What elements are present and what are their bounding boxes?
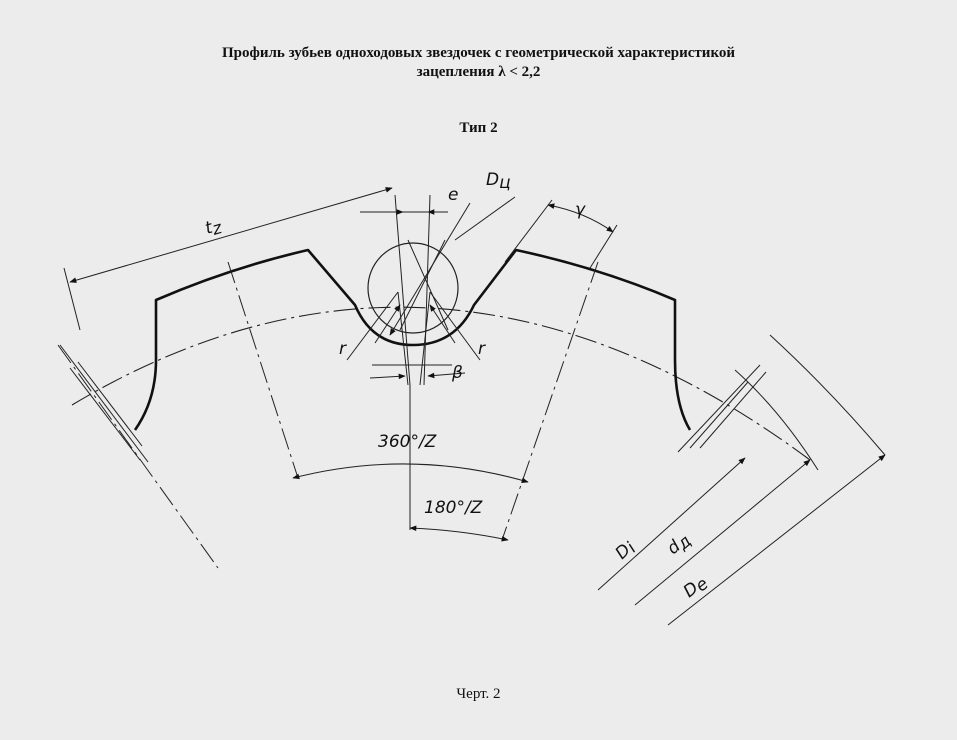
tooth-axis-lines [57, 261, 599, 569]
figure-title: Профиль зубьев однoходовых звездочек с г… [0, 44, 957, 82]
e-label: e [448, 185, 458, 205]
gamma-label: γ [575, 200, 586, 220]
left-break-lines [59, 344, 149, 463]
roller-center-lines [360, 194, 452, 386]
title-line-1: Профиль зубьев однoходовых звездочек с г… [221, 45, 736, 61]
roller-diameter-leader [454, 196, 516, 241]
pitch-diameter-leader [634, 459, 811, 606]
beta-label: β [451, 363, 463, 383]
pitch-diameter-label: dд [663, 529, 695, 561]
right-break-lines [677, 364, 767, 453]
pitch-circle [71, 306, 811, 461]
r-left-label: r [339, 339, 347, 359]
roller-diameter-label: Dц [486, 170, 511, 193]
gamma-extension-left [504, 199, 553, 263]
angle-full-label: 360°/Z [378, 432, 437, 452]
figure-subtitle: Тип 2 [459, 120, 498, 136]
root-diameter-leader [597, 457, 746, 591]
gamma-arc [547, 203, 614, 233]
root-arc [734, 369, 819, 471]
angle-half-label: 180°/Z [424, 498, 483, 518]
outer-arc [769, 334, 886, 456]
tooth-profile [133, 248, 692, 431]
figure-caption: Черт. 2 [456, 686, 501, 702]
roller-circle [367, 242, 459, 334]
pitch-label: tz [203, 215, 225, 242]
flank-construction-lines [346, 239, 481, 386]
title-line-2: зацепления λ < 2,2 [416, 64, 541, 80]
r-right-label: r [478, 339, 486, 359]
pitch-extension-left [63, 267, 81, 331]
angle-half-arc [409, 525, 509, 542]
pitch-dimension-line [69, 187, 393, 283]
root-diameter-label: Di [612, 537, 641, 566]
outer-diameter-label: De [680, 572, 713, 605]
outer-diameter-leader [667, 454, 886, 626]
roller-diameter-arrow [389, 202, 471, 336]
